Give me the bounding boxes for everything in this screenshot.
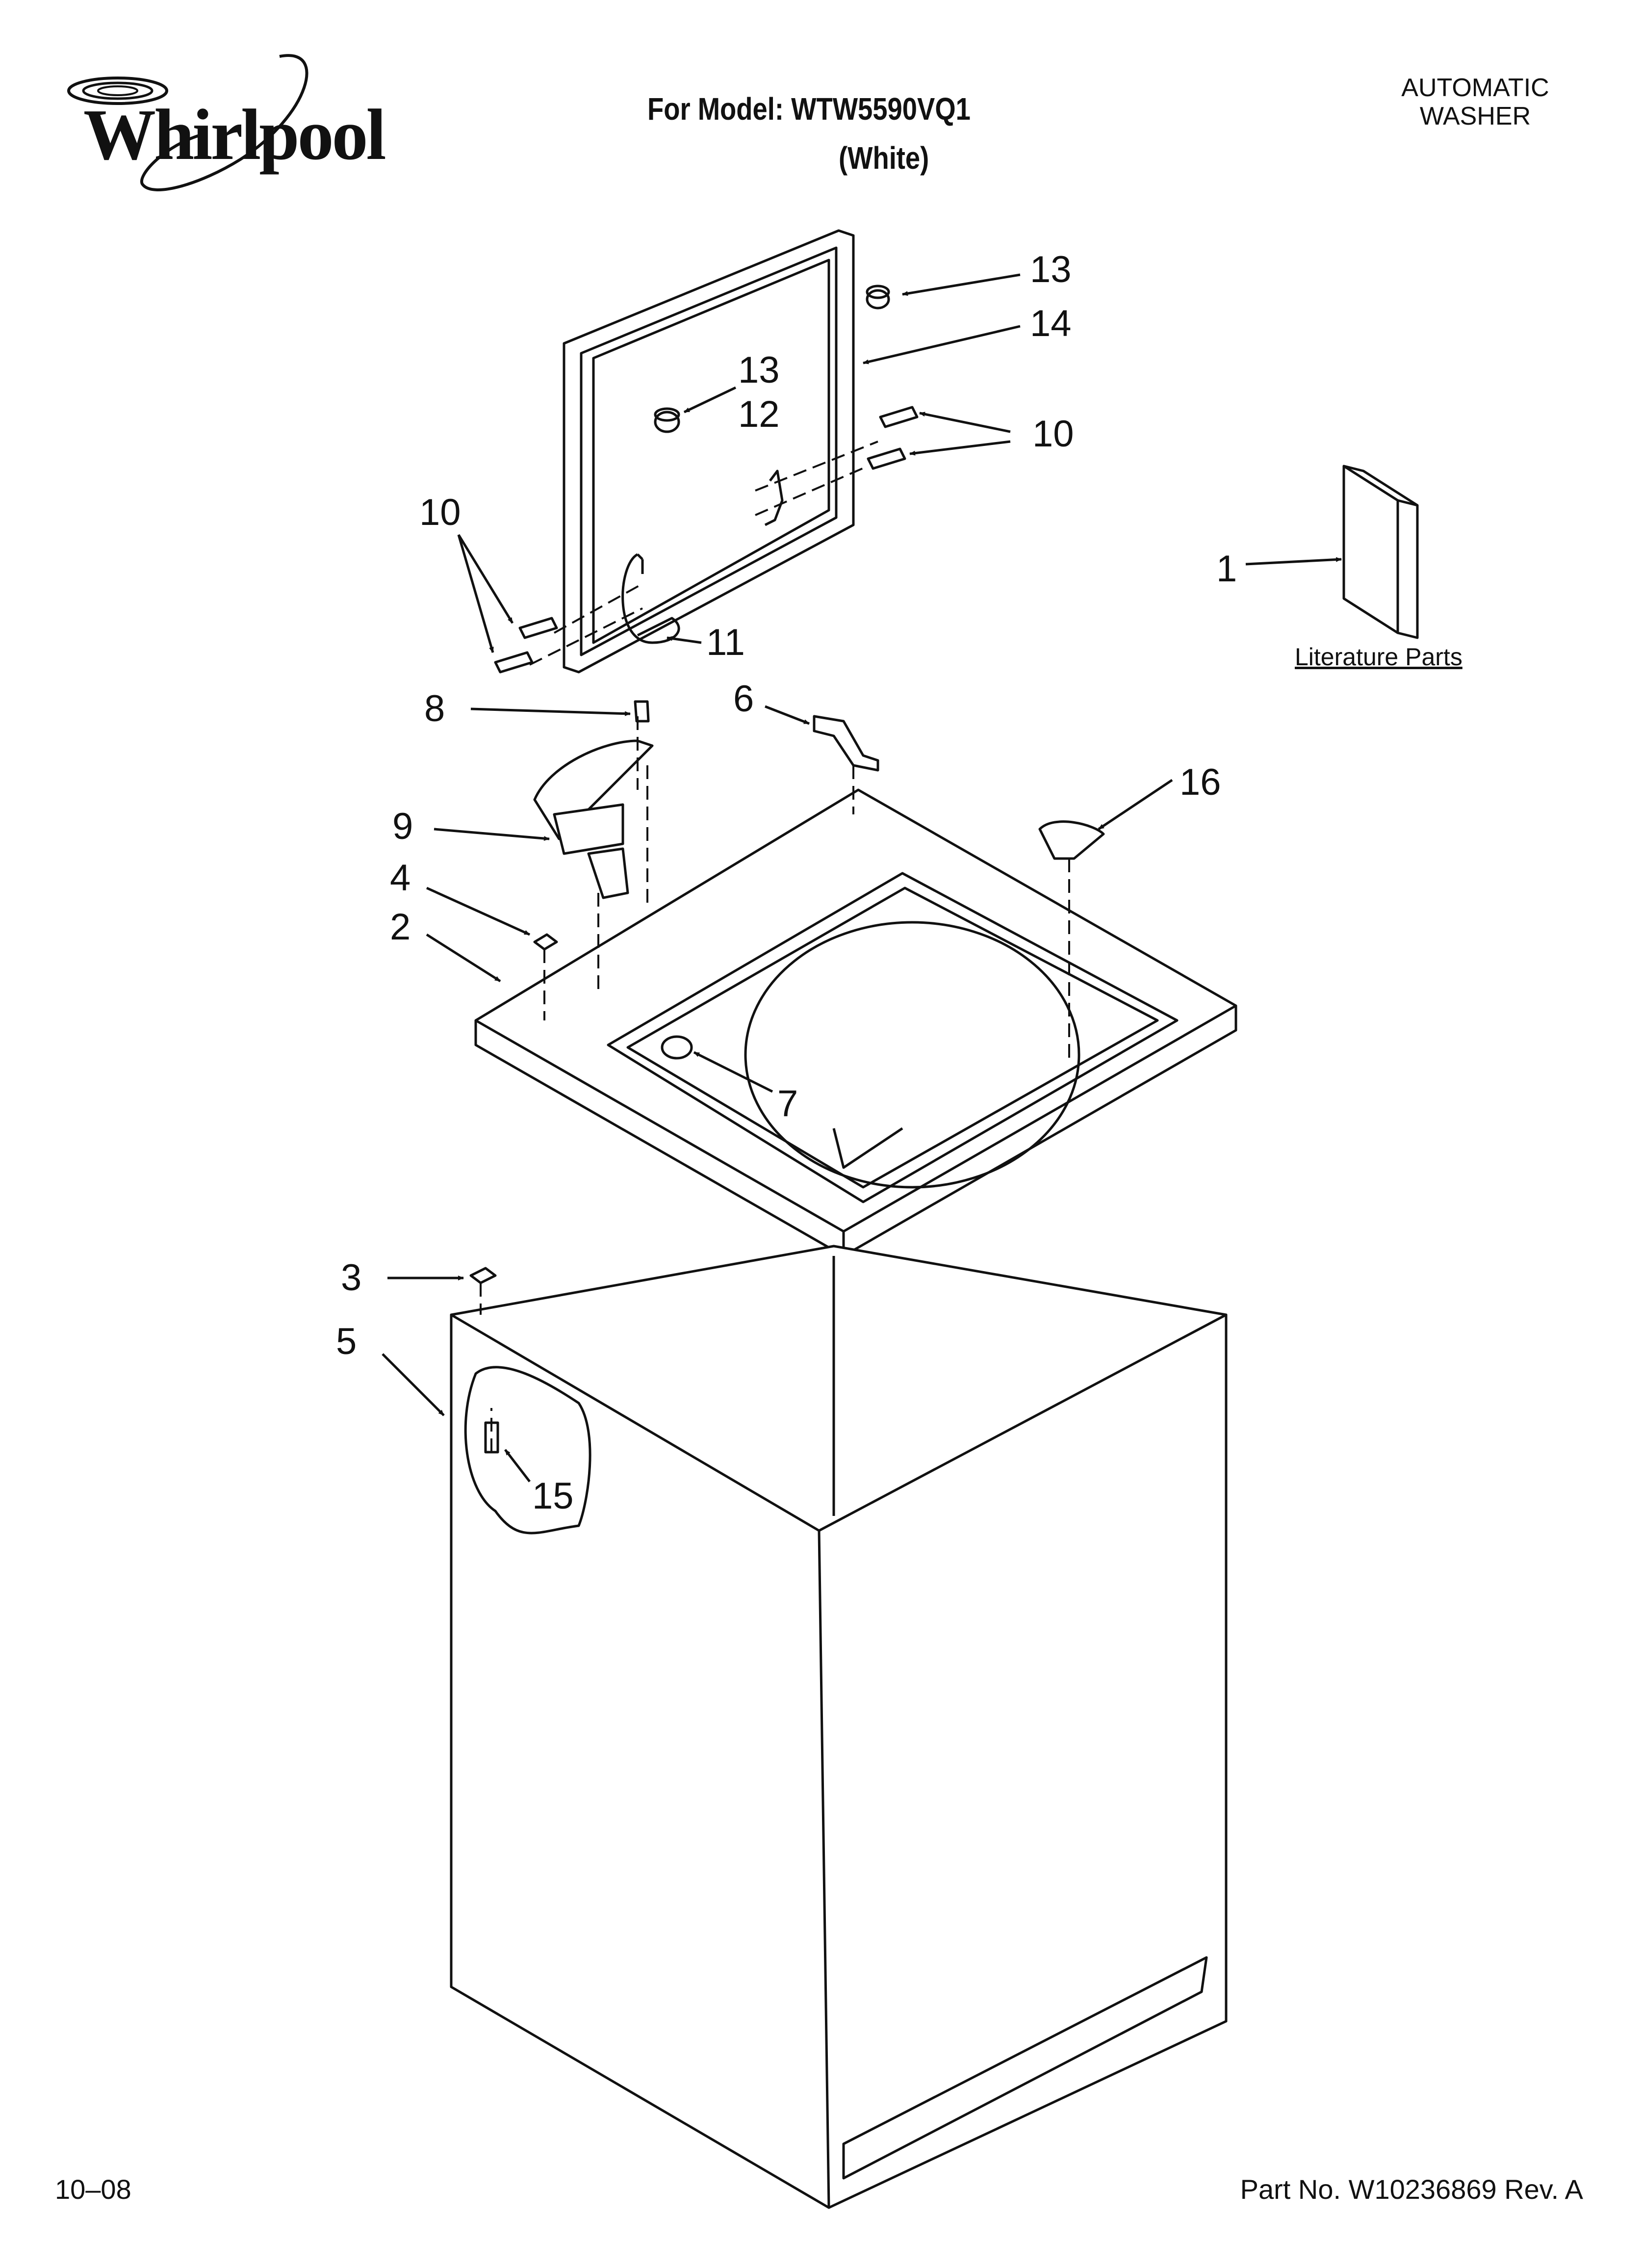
leader-10b [909, 440, 1011, 456]
leader-16 [1098, 779, 1173, 831]
callout-15: 15 [532, 1475, 574, 1517]
lid-frame [563, 229, 855, 674]
leader-9 [434, 828, 550, 841]
lid-screws-right [867, 406, 919, 470]
leader-13b [683, 386, 737, 414]
callout-4: 4 [390, 857, 410, 899]
brand-name: Whirlpool [83, 95, 386, 175]
leader-13a [902, 273, 1021, 296]
callout-1: 1 [1216, 548, 1237, 590]
leader-6 [765, 705, 810, 725]
leader-1 [1245, 557, 1342, 566]
leader-15 [504, 1449, 531, 1483]
callout-13: 13 [1030, 249, 1072, 290]
callout-3: 3 [341, 1257, 361, 1299]
callout-10: 10 [419, 492, 461, 533]
bumper-lower [654, 407, 680, 433]
leader-8 [470, 707, 631, 716]
callout-9: 9 [392, 806, 413, 847]
leader-14 [863, 325, 1021, 365]
inlet-nozzle [661, 1035, 693, 1060]
product-type: AUTOMATIC WASHER [1372, 74, 1578, 130]
callout-5: 5 [336, 1321, 357, 1362]
cabinet [450, 1245, 1228, 2209]
callout-13: 13 [738, 349, 780, 391]
clip-4 [533, 933, 558, 951]
lid-hinge [621, 553, 680, 644]
bumper-upper [866, 285, 890, 310]
callout-12: 12 [738, 393, 780, 435]
lid-switch [533, 739, 654, 899]
whirlpool-logo: Whirlpool [54, 47, 386, 213]
leader-5 [382, 1353, 445, 1416]
callout-7: 7 [777, 1083, 798, 1124]
color-subtitle: (White) [839, 140, 929, 176]
hinge-clip [813, 715, 879, 772]
callout-6: 6 [733, 678, 754, 720]
lid-clip [764, 469, 784, 526]
leader-10a [919, 412, 1011, 433]
callout-8: 8 [424, 688, 445, 730]
part-number: Part No. W10236869 Rev. A [1240, 2174, 1583, 2205]
callout-2: 2 [390, 906, 410, 948]
revision-date: 10–08 [55, 2174, 131, 2205]
callout-14: 14 [1030, 303, 1072, 344]
leader-2 [426, 933, 501, 983]
cabinet-screw [484, 1421, 499, 1454]
logo-swirl-icon [67, 54, 308, 191]
top-cover [474, 788, 1237, 1257]
callout-16: 16 [1180, 761, 1221, 803]
lid-screws-left [494, 617, 558, 674]
callout-11: 11 [706, 622, 745, 663]
product-type-line2: WASHER [1419, 102, 1531, 130]
product-type-line1: AUTOMATIC [1401, 74, 1549, 102]
clip-3 [469, 1267, 497, 1284]
leader-11 [667, 636, 702, 644]
callout-10: 10 [1032, 413, 1074, 455]
literature-parts-label: Literature Parts [1295, 643, 1462, 671]
leader-7 [693, 1051, 773, 1093]
cabinet-cutaway [464, 1366, 591, 1535]
literature-parts [1342, 465, 1419, 639]
leader-10d [457, 534, 494, 653]
dispenser-cap [1038, 820, 1105, 860]
leader-10c [457, 534, 514, 624]
model-title: For Model: WTW5590VQ1 [647, 91, 971, 127]
leader-4 [426, 886, 531, 936]
